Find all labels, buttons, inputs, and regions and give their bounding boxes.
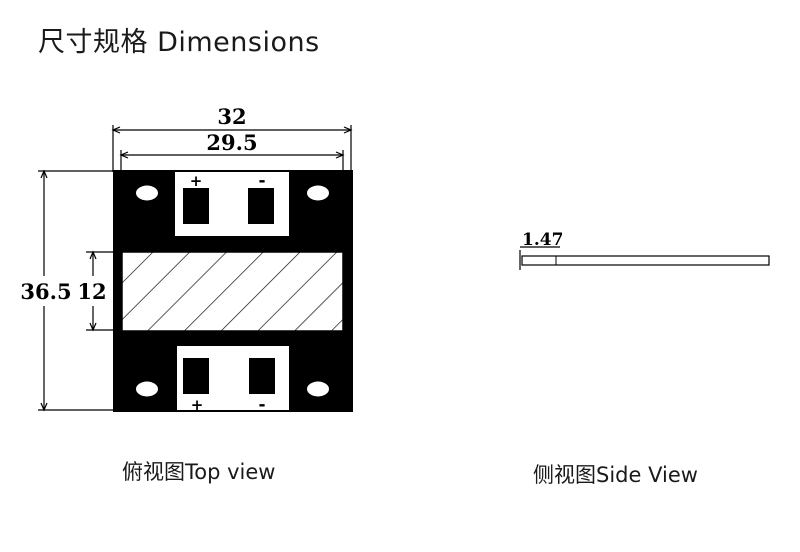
dim-overall-height bbox=[38, 169, 113, 412]
bottom-pad-left bbox=[183, 358, 209, 394]
mount-hole-top-left bbox=[136, 185, 158, 201]
led-emitting-hatch bbox=[121, 251, 344, 332]
dim-thickness bbox=[519, 246, 560, 270]
top-view: + - + - 32 29.5 bbox=[20, 104, 353, 415]
mount-hole-bottom-right bbox=[307, 381, 329, 397]
dim-thickness-label: 1.47 bbox=[522, 230, 563, 250]
dim-overall-width-label: 32 bbox=[217, 104, 246, 129]
dim-inner-height-label: 12 bbox=[77, 279, 106, 304]
side-view-caption: 侧视图Side View bbox=[533, 463, 698, 487]
top-pad-left bbox=[183, 188, 209, 224]
dim-overall-width bbox=[111, 125, 353, 172]
dim-inner-width bbox=[119, 150, 345, 172]
dim-inner-width-label: 29.5 bbox=[206, 130, 257, 155]
mount-hole-top-right bbox=[307, 185, 329, 201]
top-view-caption: 俯视图Top view bbox=[122, 460, 276, 484]
top-plus-label: + bbox=[190, 172, 203, 190]
top-minus-label: - bbox=[258, 171, 265, 191]
dim-overall-height-label: 36.5 bbox=[20, 279, 71, 304]
bottom-pad-right bbox=[249, 358, 275, 394]
side-board-profile bbox=[521, 255, 770, 266]
side-view: 1.47 bbox=[519, 230, 770, 270]
mount-hole-bottom-left bbox=[136, 381, 158, 397]
bottom-minus-label: - bbox=[258, 395, 265, 415]
top-pad-right bbox=[248, 188, 274, 224]
dim-inner-height bbox=[86, 250, 122, 332]
page-title: 尺寸规格 Dimensions bbox=[38, 27, 320, 58]
bottom-plus-label: + bbox=[191, 396, 204, 414]
